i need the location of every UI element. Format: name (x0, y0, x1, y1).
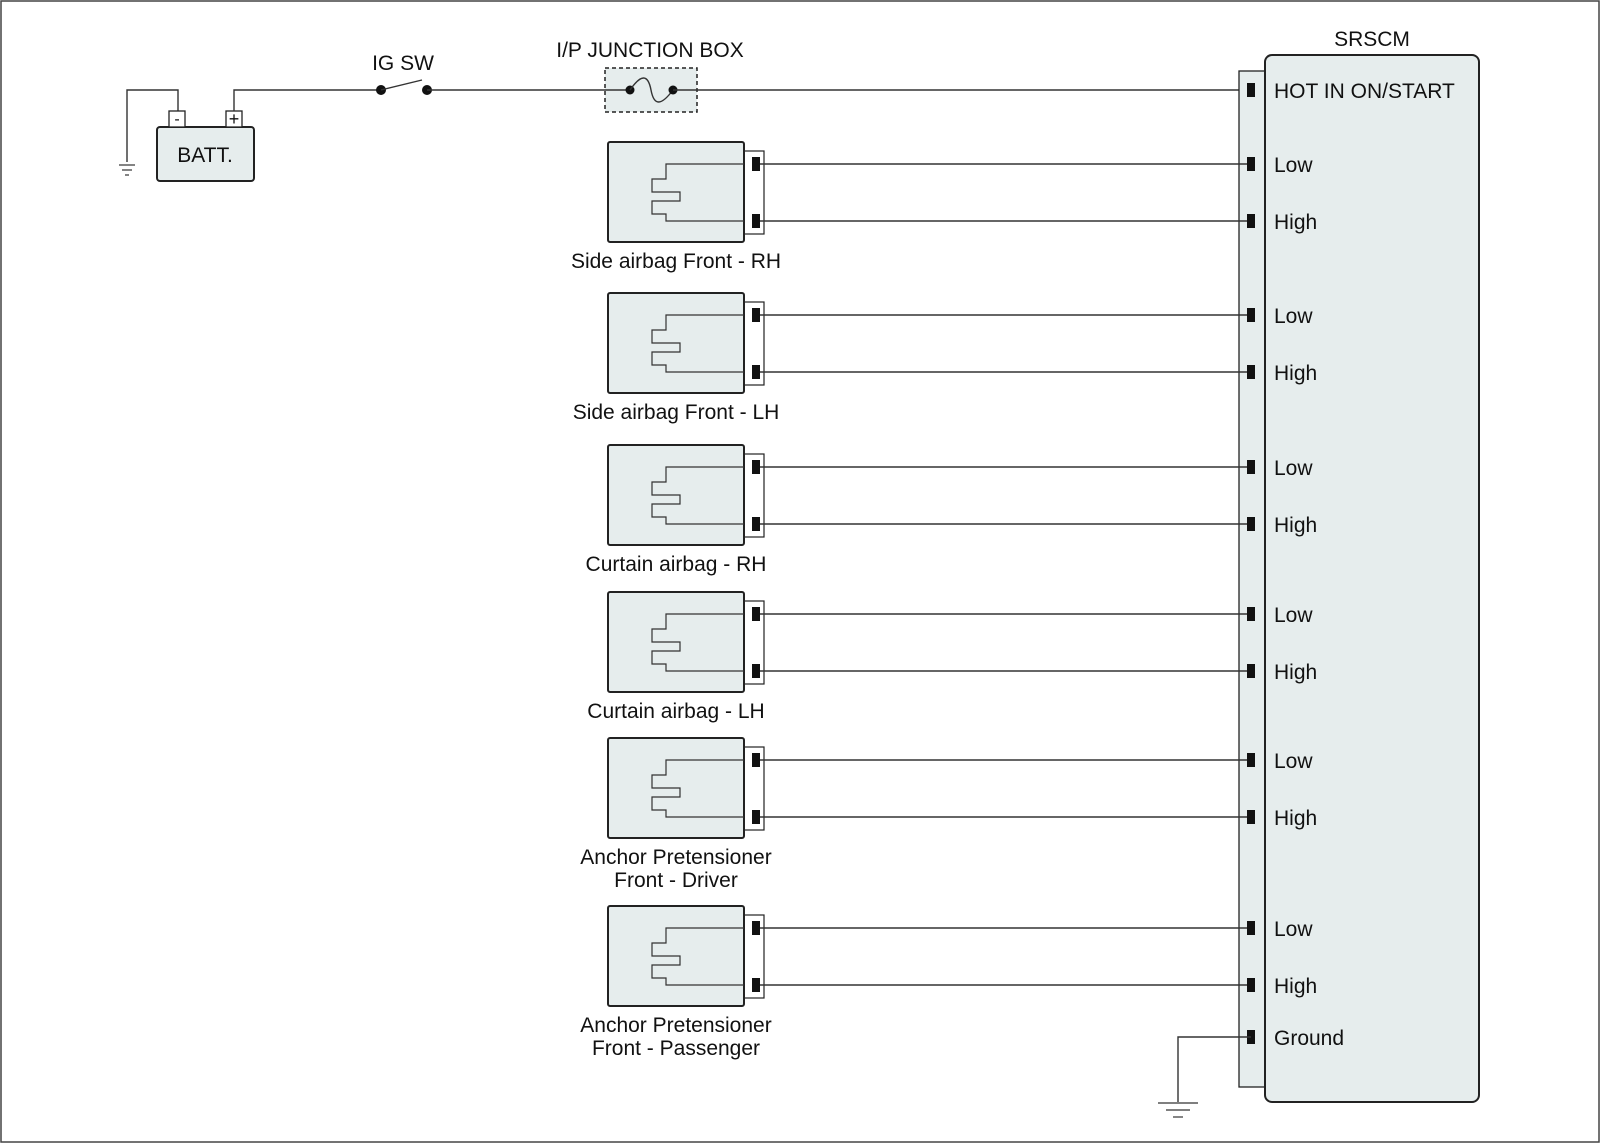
srscm-pin-hot (1247, 83, 1255, 97)
squib-icon (651, 927, 744, 986)
srscm-pin-high (1247, 978, 1255, 992)
chassis-ground-icon (1158, 1102, 1198, 1118)
squib-icon (651, 759, 744, 818)
srscm-pin-low (1247, 607, 1255, 621)
srscm-pin-label-high: High (1274, 211, 1317, 234)
ig-switch: IG SW (372, 52, 434, 95)
battery-positive-symbol: + (229, 109, 240, 129)
srscm-pin-low (1247, 460, 1255, 474)
srscm-pin-high (1247, 214, 1255, 228)
srscm-pin-label-high: High (1274, 362, 1317, 385)
srscm-ground: Ground (1158, 1027, 1344, 1118)
srscm-pin-label-hot: HOT IN ON/START (1274, 80, 1455, 103)
fuse-icon (605, 77, 697, 103)
airbag-label: Anchor Pretensioner (580, 846, 771, 869)
squib-icon (651, 466, 744, 525)
ground-icon (119, 164, 135, 176)
srscm-pin-label-low: Low (1274, 918, 1313, 941)
junction-box-label: I/P JUNCTION BOX (556, 39, 743, 62)
battery-negative-wire (126, 89, 179, 162)
srscm-connector-strip (1238, 70, 1266, 1088)
battery-body (156, 126, 255, 182)
srscm-pin-label-low: Low (1274, 457, 1313, 480)
srscm-pin-label-low: Low (1274, 154, 1313, 177)
airbag-pin-low (752, 460, 760, 474)
srscm-pin-high (1247, 664, 1255, 678)
srscm-pin-high (1247, 365, 1255, 379)
airbag-pin-high (752, 517, 760, 531)
battery-negative-terminal (168, 110, 186, 128)
airbag-pin-low (752, 607, 760, 621)
srscm-pin-label-high: High (1274, 807, 1317, 830)
srscm-title: SRSCM (1334, 28, 1410, 51)
srscm-pin-high (1247, 810, 1255, 824)
srscm-pin-label-high: High (1274, 661, 1317, 684)
airbag-label: Anchor Pretensioner (580, 1014, 771, 1037)
squib-icon (651, 314, 744, 373)
squib-icon (651, 163, 744, 222)
airbag-pin-low (752, 308, 760, 322)
srscm-pin-low (1247, 921, 1255, 935)
airbag-pin-low (752, 157, 760, 171)
airbag-pin-low (752, 753, 760, 767)
battery-label: BATT. (177, 144, 233, 167)
srscm-pin-low (1247, 157, 1255, 171)
airbag-pin-high (752, 214, 760, 228)
squib-icon (651, 613, 744, 672)
srscm-pin-label-high: High (1274, 514, 1317, 537)
srscm-pin-label-low: Low (1274, 305, 1313, 328)
srscm-body (1264, 54, 1480, 1103)
airbag-pin-high (752, 978, 760, 992)
battery-negative-symbol: - (174, 111, 179, 128)
airbag-label: Curtain airbag - LH (587, 700, 764, 723)
junction-box: I/P JUNCTION BOX (556, 39, 744, 113)
ground-wire (1177, 1036, 1251, 1102)
ig-switch-label: IG SW (372, 52, 434, 75)
srscm-pin-label-high: High (1274, 975, 1317, 998)
srscm-pin-label-low: Low (1274, 750, 1313, 773)
srscm-pin-low (1247, 753, 1255, 767)
battery: - + BATT. (119, 89, 255, 182)
srscm-module: SRSCM HOT IN ON/START (1238, 28, 1480, 1103)
airbag-pin-high (752, 810, 760, 824)
airbag-pin-low (752, 921, 760, 935)
airbag-label: Side airbag Front - RH (571, 250, 781, 273)
airbag-label: Curtain airbag - RH (586, 553, 767, 576)
srscm-pin-high (1247, 517, 1255, 531)
ig-switch-blade (380, 79, 423, 91)
airbag-label: Front - Driver (614, 869, 738, 892)
airbag-label: Side airbag Front - LH (573, 401, 780, 424)
airbag-label: Front - Passenger (592, 1037, 760, 1060)
srscm-pin-label-low: Low (1274, 604, 1313, 627)
srscm-pin-low (1247, 308, 1255, 322)
srscm-pin-label-ground: Ground (1274, 1027, 1344, 1050)
airbag-pin-high (752, 365, 760, 379)
airbag-pin-high (752, 664, 760, 678)
battery-positive-wire (233, 89, 380, 111)
